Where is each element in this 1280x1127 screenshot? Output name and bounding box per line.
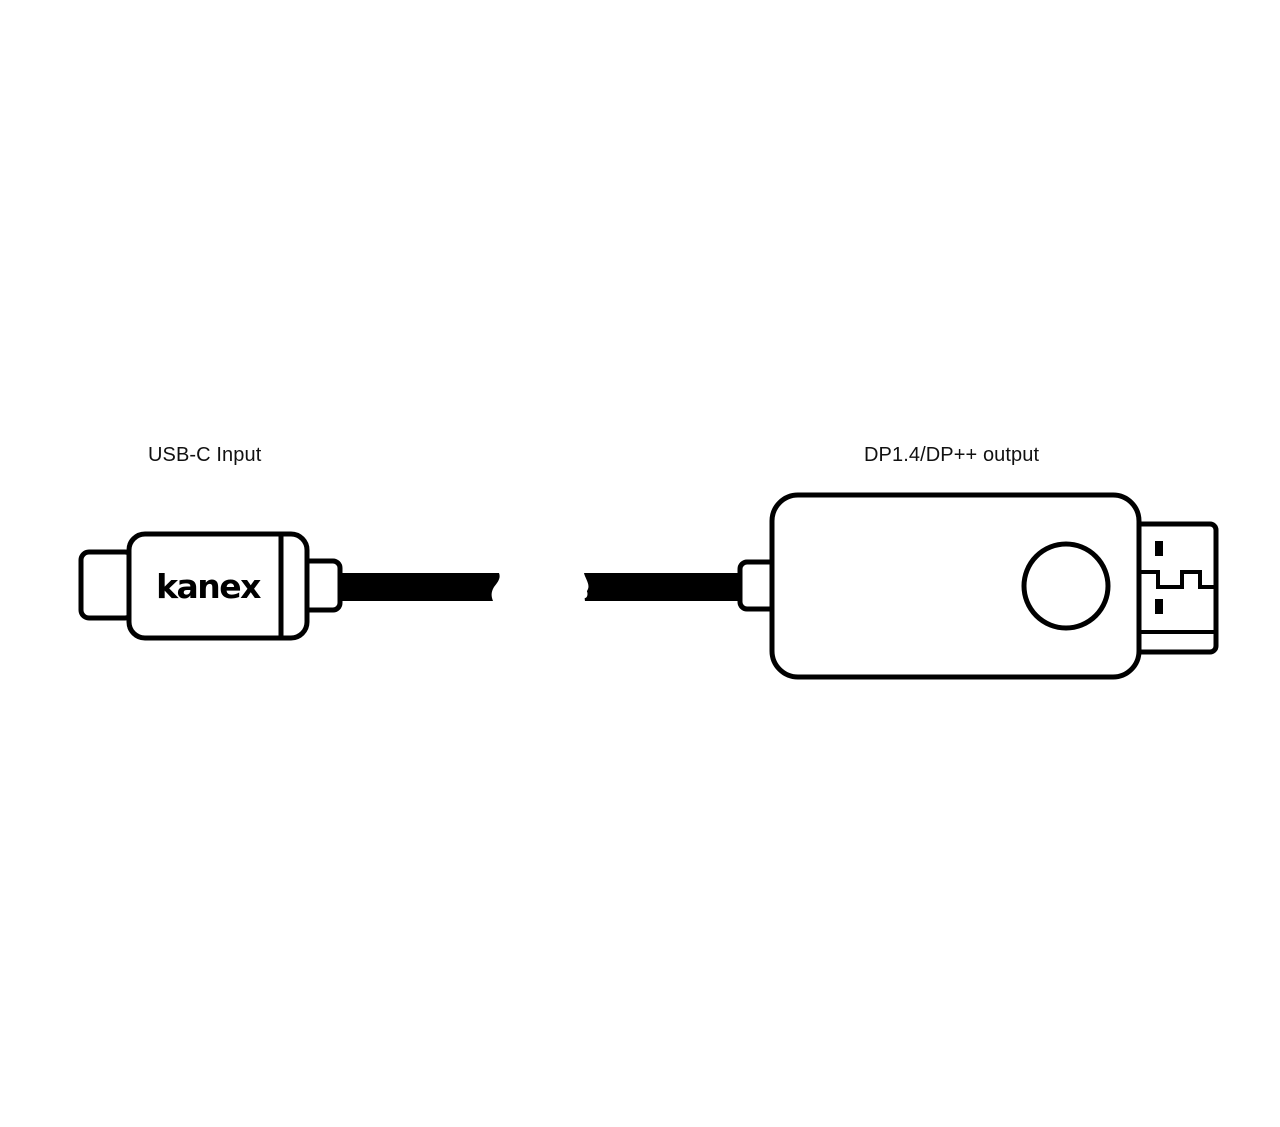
dp-output-label: DP1.4/DP++ output <box>864 444 1040 466</box>
kanex-logo: kanex <box>156 567 261 606</box>
cable-cut-highlight <box>582 590 588 598</box>
cable-left-segment <box>340 573 500 601</box>
dp-plug-pins <box>1139 541 1214 634</box>
dp-housing <box>769 492 1142 680</box>
usb-c-housing <box>126 531 310 641</box>
displayport-connector <box>737 492 1219 680</box>
usb-c-plug-tip <box>78 549 136 621</box>
usb-c-input-label: USB-C Input <box>148 444 262 466</box>
cable-right-segment <box>584 573 742 601</box>
usb-c-connector <box>78 531 343 641</box>
dp-release-button <box>1021 541 1111 631</box>
